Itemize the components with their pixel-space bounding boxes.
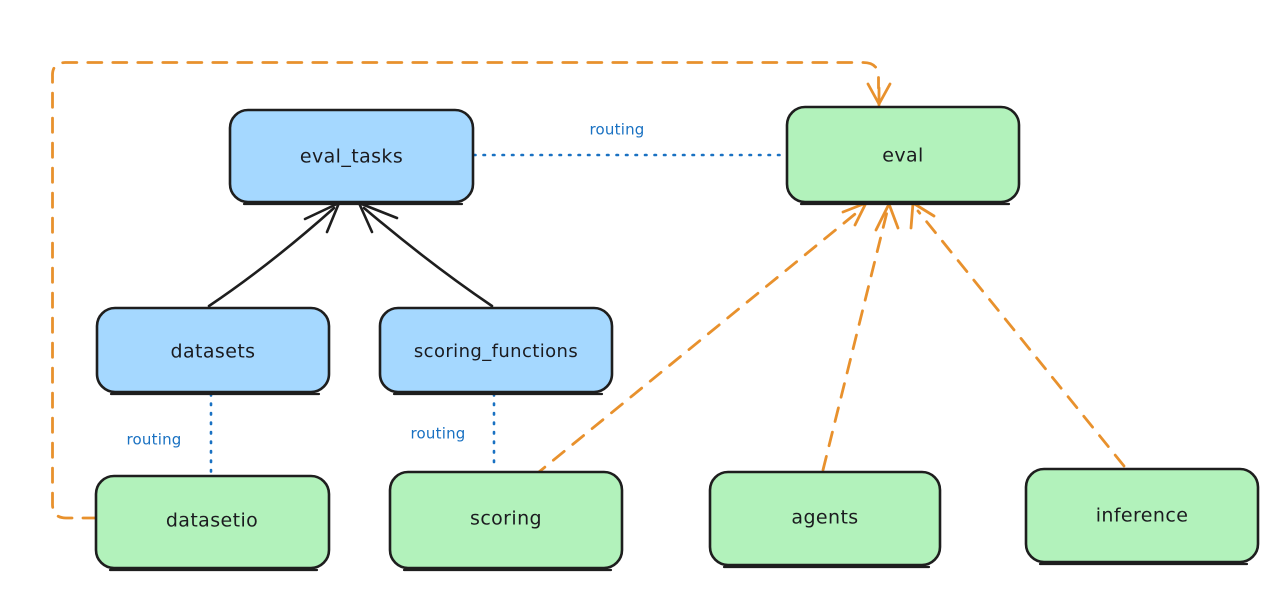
edge-scoringfunctions-to-eval_tasks	[357, 201, 494, 308]
node-eval-label: eval	[882, 145, 923, 167]
edge-datasetio-to-eval	[51, 61, 892, 520]
node-scoring_functions-shape	[378, 306, 614, 394]
edge-label-routing-eval: routing	[590, 121, 645, 139]
edges-layer	[51, 61, 1126, 520]
node-datasetio[interactable]: datasetio	[94, 474, 331, 572]
arrowhead-orange-inference	[909, 201, 936, 230]
node-datasets[interactable]: datasets	[95, 306, 331, 396]
edge-labels-layer: routing routing routing	[127, 121, 645, 449]
node-agents-shape	[708, 470, 942, 567]
node-eval_tasks-shape	[228, 108, 475, 204]
node-datasets-shape	[95, 306, 331, 394]
node-datasets-label: datasets	[171, 341, 256, 363]
node-eval_tasks-label: eval_tasks	[300, 146, 403, 168]
node-datasetio-shape	[94, 474, 331, 570]
edge-label-routing-scoring: routing	[411, 425, 466, 443]
edge-agents-to-eval	[821, 202, 900, 472]
edge-datasets-to-eval_tasks	[207, 201, 341, 308]
edge-inference-to-eval	[909, 201, 1126, 468]
node-eval_tasks[interactable]: eval_tasks	[228, 108, 475, 206]
node-scoring_functions[interactable]: scoring_functions	[378, 306, 614, 396]
node-inference-shape	[1024, 467, 1260, 564]
node-eval[interactable]: eval	[785, 105, 1021, 206]
node-agents[interactable]: agents	[708, 470, 942, 569]
node-datasetio-label: datasetio	[166, 510, 258, 532]
nodes-layer: eval_tasks eval datasets scoring_functio…	[94, 105, 1260, 572]
node-scoring[interactable]: scoring	[388, 470, 624, 572]
node-scoring-label: scoring	[470, 508, 542, 530]
node-scoring-shape	[388, 470, 624, 570]
node-eval-shape	[785, 105, 1021, 204]
edge-label-routing-datasets: routing	[127, 431, 182, 449]
node-inference[interactable]: inference	[1024, 467, 1260, 566]
node-inference-label: inference	[1096, 505, 1189, 527]
node-agents-label: agents	[791, 507, 858, 529]
node-scoring_functions-label: scoring_functions	[414, 341, 578, 362]
